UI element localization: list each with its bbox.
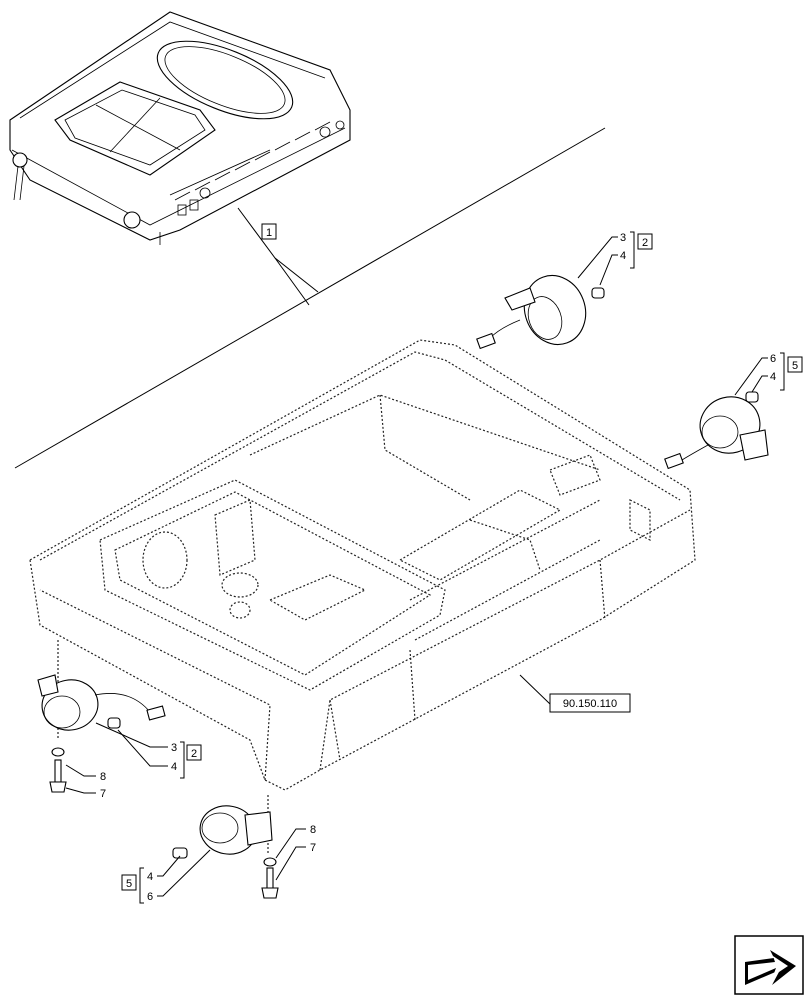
callout-8-lower-left: 8 — [100, 771, 106, 783]
callout-2-upper: 2 — [642, 237, 648, 249]
reference-label: 90.150.110 — [519, 674, 631, 713]
callout-6-bottom: 6 — [147, 891, 153, 903]
work-lamp-upper — [476, 274, 605, 350]
callout-5-bottom: 5 — [126, 878, 132, 890]
callout-7-lower-left: 7 — [100, 788, 106, 800]
callout-6-right: 6 — [770, 353, 776, 365]
callout-group-lower-left: 3 4 2 8 7 — [65, 722, 202, 800]
callout-4-right: 4 — [770, 371, 776, 383]
work-lamp-lower-left — [37, 640, 166, 793]
callout-1-text: 1 — [266, 227, 272, 239]
callout-3-upper: 3 — [620, 232, 626, 244]
work-lamp-right — [664, 391, 769, 470]
cab-roof-assembly — [9, 11, 351, 245]
callout-1: 1 — [237, 207, 319, 306]
callout-4-bottom: 4 — [147, 871, 153, 883]
callout-7-bottom: 7 — [310, 842, 316, 854]
work-lamp-bottom — [172, 795, 279, 899]
callout-group-bottom: 5 4 6 8 7 — [121, 824, 316, 904]
callout-4-lower: 4 — [171, 761, 177, 773]
callout-5-right: 5 — [792, 360, 798, 372]
callout-group-right: 6 4 5 — [734, 352, 803, 396]
callout-2-lower: 2 — [191, 748, 197, 760]
callout-3-lower: 3 — [171, 742, 177, 754]
callout-group-upper: 3 4 2 — [577, 231, 653, 286]
cab-frame-phantom — [29, 339, 696, 791]
reference-label-text: 90.150.110 — [563, 698, 617, 710]
callout-4-upper: 4 — [620, 250, 626, 262]
next-page-arrow-icon[interactable] — [734, 935, 804, 995]
callout-8-bottom: 8 — [310, 824, 316, 836]
separator-line — [14, 127, 606, 469]
